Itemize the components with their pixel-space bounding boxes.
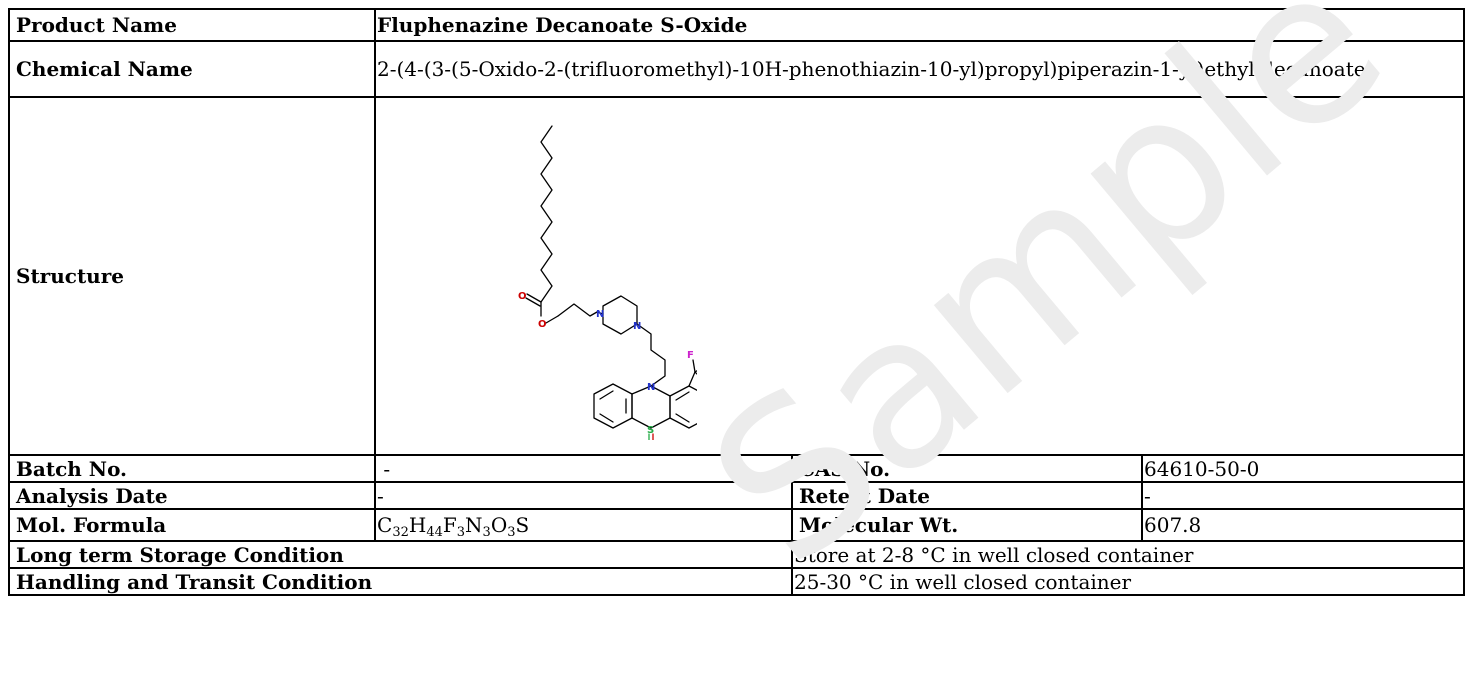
atom-n1: N bbox=[596, 309, 604, 320]
row-structure: Structure bbox=[8, 96, 1466, 456]
value-molecular-wt: 607.8 bbox=[1140, 508, 1466, 542]
coa-table: Product Name Fluphenazine Decanoate S-Ox… bbox=[8, 8, 1466, 596]
row-long-term-storage: Long term Storage Condition Store at 2-8… bbox=[8, 540, 1466, 569]
formula-c: C bbox=[377, 513, 393, 537]
formula-s: S bbox=[515, 513, 530, 537]
value-retest-date: - bbox=[1140, 481, 1466, 510]
value-mol-formula: C32H44F3N3O3S bbox=[374, 508, 793, 542]
formula-o-count: 3 bbox=[507, 525, 516, 540]
atom-ester-o: O bbox=[538, 319, 547, 330]
label-batch-no: Batch No. bbox=[8, 454, 376, 483]
row-chemical-name: Chemical Name 2-(4-(3-(5-Oxido-2-(triflu… bbox=[8, 40, 1466, 98]
atom-n-ring: N bbox=[647, 382, 655, 393]
structure-cell: O O N N N S O F F F bbox=[373, 96, 1466, 456]
label-structure: Structure bbox=[8, 96, 376, 456]
atom-s: S bbox=[647, 425, 654, 436]
value-analysis-date: - bbox=[374, 481, 793, 510]
formula-c-count: 32 bbox=[392, 525, 409, 540]
label-retest-date: Retest Date bbox=[791, 481, 1143, 510]
row-handling-transit: Handling and Transit Condition 25-30 °C … bbox=[8, 567, 1466, 596]
row-batch-cas: Batch No. - CAS No. 64610-50-0 bbox=[8, 454, 1466, 483]
structure-diagram: O O N N N S O F F F bbox=[518, 125, 697, 440]
label-long-term-storage: Long term Storage Condition bbox=[8, 540, 793, 569]
value-chemical-name: 2-(4-(3-(5-Oxido-2-(trifluoromethyl)-10H… bbox=[373, 40, 1466, 98]
label-product-name: Product Name bbox=[8, 8, 376, 42]
formula-n: N bbox=[465, 513, 483, 537]
formula-h: H bbox=[408, 513, 427, 537]
label-handling-transit: Handling and Transit Condition bbox=[8, 567, 793, 596]
label-analysis-date: Analysis Date bbox=[8, 481, 376, 510]
formula-h-count: 44 bbox=[426, 525, 443, 540]
label-mol-formula: Mol. Formula bbox=[8, 508, 376, 542]
value-product-name: Fluphenazine Decanoate S-Oxide bbox=[373, 8, 1466, 42]
value-handling-transit: 25-30 °C in well closed container bbox=[790, 567, 1466, 596]
atom-f1: F bbox=[687, 350, 694, 361]
atom-carbonyl-o: O bbox=[518, 291, 527, 302]
row-formula-weight: Mol. Formula C32H44F3N3O3S Molecular Wt.… bbox=[8, 508, 1466, 542]
alkyl-chain bbox=[540, 125, 553, 303]
value-batch-no: - bbox=[374, 454, 793, 483]
label-cas-no: CAS No. bbox=[791, 454, 1143, 483]
row-product-name: Product Name Fluphenazine Decanoate S-Ox… bbox=[8, 8, 1466, 42]
formula-f-count: 3 bbox=[456, 525, 466, 540]
formula-f: F bbox=[442, 513, 457, 537]
formula-o: O bbox=[490, 513, 508, 537]
value-batch-no-text: - bbox=[383, 456, 391, 481]
value-cas-no: 64610-50-0 bbox=[1140, 454, 1466, 483]
row-analysis-retest: Analysis Date - Retest Date - bbox=[8, 481, 1466, 510]
atom-n2: N bbox=[633, 321, 641, 332]
value-long-term-storage: Store at 2-8 °C in well closed container bbox=[790, 540, 1466, 569]
label-molecular-wt: Molecular Wt. bbox=[791, 508, 1143, 542]
label-chemical-name: Chemical Name bbox=[8, 40, 376, 98]
formula-n-count: 3 bbox=[482, 525, 491, 540]
